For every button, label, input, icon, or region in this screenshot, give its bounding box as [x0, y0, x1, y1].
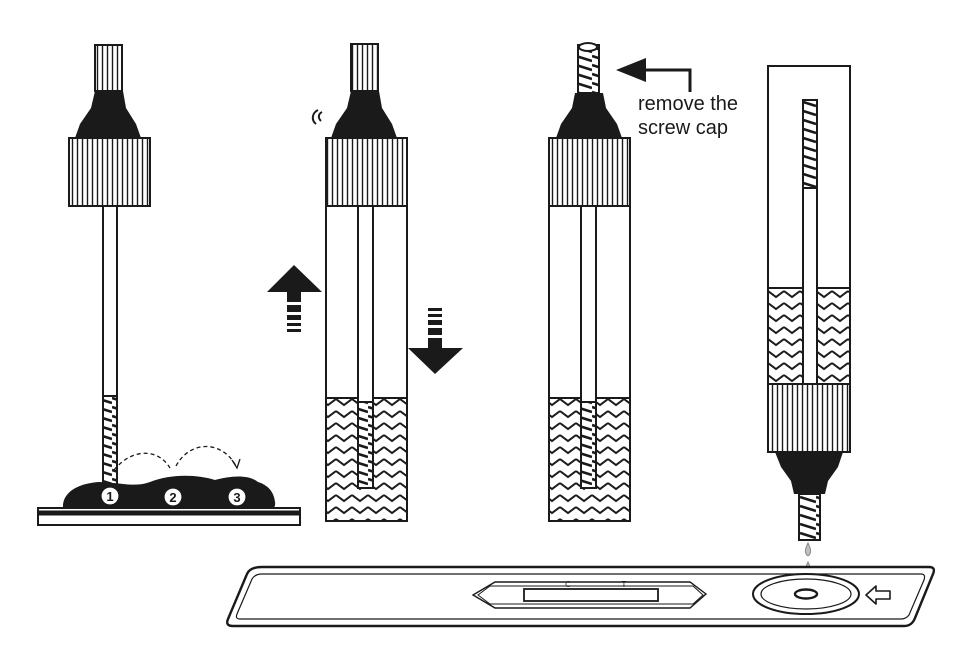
black-collar — [75, 91, 141, 138]
control-line-label: C — [565, 580, 571, 589]
sampling-path-arc — [113, 452, 171, 471]
test-cassette: C T — [225, 565, 936, 628]
panel-4-dispense — [767, 65, 851, 588]
panel-3-remove-cap: remove the screw cap — [548, 42, 738, 522]
sample-well — [752, 573, 860, 615]
panel-2-insert-and-mix — [267, 43, 463, 522]
test-line-label: T — [622, 580, 627, 589]
svg-text:2: 2 — [169, 490, 176, 505]
screw-cap — [68, 137, 151, 207]
top-grip — [94, 44, 123, 92]
sampling-probe-spiral — [580, 401, 597, 489]
sampling-probe-spiral — [357, 401, 374, 489]
result-window: C T — [471, 580, 708, 609]
sampling-rod — [102, 205, 118, 397]
svg-text:1: 1 — [106, 489, 113, 504]
arrow-up-icon — [267, 265, 322, 332]
sampling-site-1: 1 — [100, 486, 120, 506]
svg-text:3: 3 — [233, 490, 240, 505]
sampling-site-2: 2 — [163, 487, 183, 507]
sampling-probe-spiral — [102, 395, 118, 489]
arrow-down-icon — [408, 308, 463, 374]
remove-cap-label: remove the — [638, 93, 738, 115]
screw-cap — [325, 137, 408, 207]
sampling-path-arc — [175, 445, 237, 467]
sampling-probe-spiral — [802, 99, 818, 189]
sampling-rod — [802, 187, 818, 385]
sampling-rod — [580, 205, 597, 403]
arrow-left-icon — [616, 58, 692, 92]
sampling-rod — [357, 205, 374, 403]
sampling-site-3: 3 — [227, 487, 247, 507]
screw-cap — [767, 383, 851, 453]
nozzle-spiral — [798, 493, 821, 541]
arrow-left-outline-icon — [865, 585, 891, 605]
nozzle-spiral — [577, 44, 600, 94]
motion-lines-icon — [311, 109, 323, 125]
screw-cap — [548, 137, 631, 207]
remove-cap-label: screw cap — [638, 117, 728, 139]
panel-1-sampling: 1 2 3 — [37, 44, 301, 526]
